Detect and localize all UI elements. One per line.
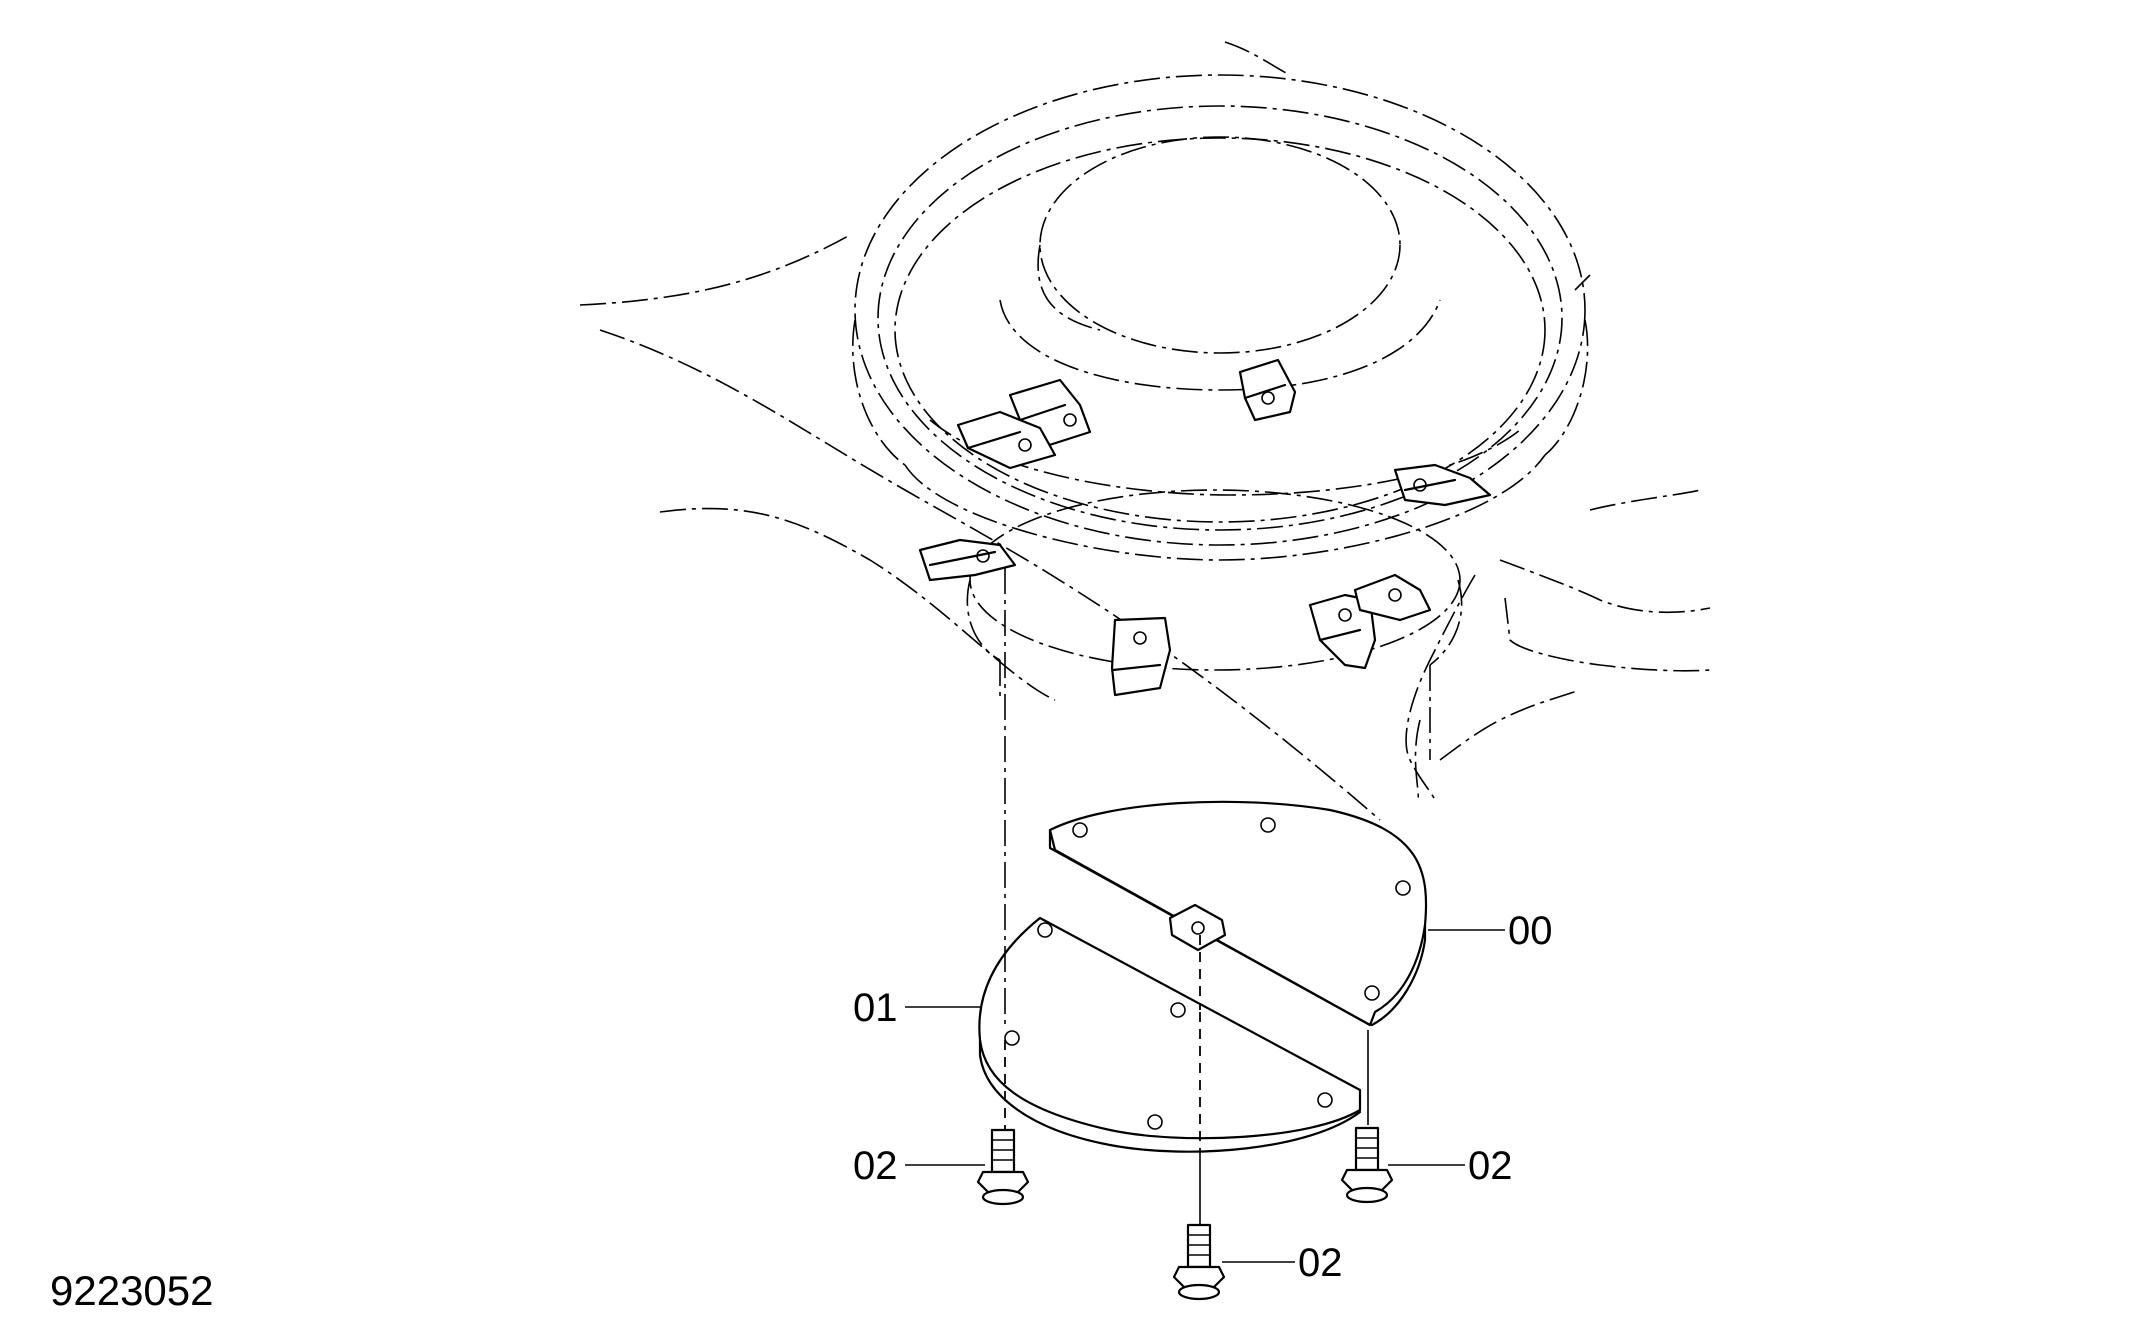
callout-label-02-bottom: 02 (1298, 1241, 1343, 1285)
mounting-tab (1110, 616, 1172, 697)
assembly-lines (1004, 568, 1369, 1225)
callout-label-02-left: 02 (853, 1144, 898, 1188)
mounting-tab (1238, 358, 1297, 422)
callout-label-01: 01 (853, 986, 898, 1030)
mounting-tab (918, 538, 1017, 582)
bolt (1172, 1223, 1226, 1301)
cover-plate-lower (978, 916, 1362, 1153)
mounting-tabs (918, 358, 1492, 697)
drawing-number: 9223052 (50, 1267, 214, 1314)
mounting-tab (1353, 573, 1432, 622)
mounting-tab (1308, 593, 1377, 670)
leader-lines (905, 929, 1505, 1263)
mounting-tab (1393, 463, 1492, 507)
drum-housing (851, 74, 1589, 760)
mounting-tab (956, 410, 1057, 470)
bolt (976, 1128, 1030, 1206)
frame-phantom-outline (579, 41, 1711, 821)
callout-label-00: 00 (1508, 909, 1553, 953)
cover-plate-upper (1048, 800, 1428, 1027)
callout-label-02-right: 02 (1468, 1144, 1513, 1188)
bolt (1340, 1126, 1394, 1204)
